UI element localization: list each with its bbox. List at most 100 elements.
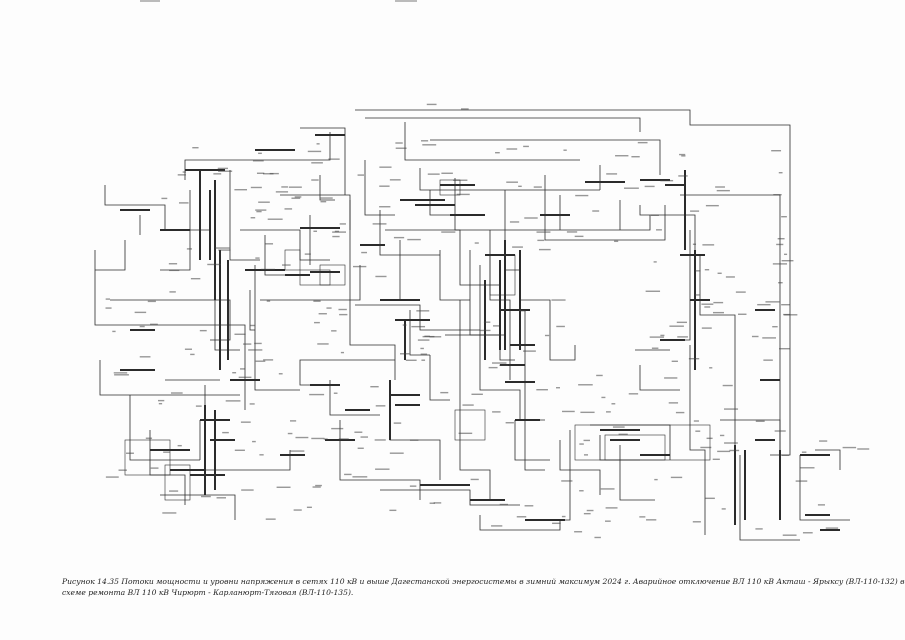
busbar — [380, 299, 420, 301]
label-mark — [724, 442, 738, 443]
transmission-line — [720, 420, 780, 470]
label-mark — [313, 486, 321, 487]
busbar — [660, 339, 685, 341]
figure-caption: Рисунок 14.35 Потоки мощности и уровни н… — [62, 576, 842, 598]
busbar — [395, 404, 420, 406]
transmission-line — [620, 445, 655, 500]
label-mark — [250, 325, 255, 326]
label-mark — [706, 205, 719, 206]
label-mark — [724, 408, 738, 409]
label-mark — [489, 367, 498, 368]
label-mark — [601, 397, 605, 398]
busbar — [440, 184, 475, 186]
label-mark — [561, 480, 572, 481]
label-mark — [375, 439, 386, 440]
label-mark — [319, 313, 327, 314]
label-mark — [776, 244, 783, 245]
caption-line-1: Рисунок 14.35 Потоки мощности и уровни н… — [62, 576, 842, 587]
label-mark — [606, 507, 618, 508]
label-mark — [765, 301, 779, 302]
label-mark — [279, 373, 283, 374]
transmission-line — [255, 265, 300, 390]
busbar — [400, 199, 445, 201]
label-mark — [263, 173, 274, 174]
label-mark — [179, 202, 189, 203]
label-mark — [756, 421, 765, 422]
transmission-line — [320, 175, 335, 200]
label-mark — [556, 387, 560, 388]
label-mark — [652, 348, 659, 349]
label-mark — [701, 303, 713, 304]
label-mark — [313, 301, 320, 302]
label-mark — [192, 147, 198, 148]
label-mark — [672, 361, 678, 362]
busbar — [170, 469, 205, 471]
label-mark — [695, 270, 700, 271]
label-mark — [171, 392, 183, 393]
label-mark — [779, 348, 790, 349]
label-mark — [705, 498, 715, 499]
transmission-line — [800, 455, 850, 520]
label-mark — [213, 173, 221, 174]
label-mark — [818, 504, 825, 505]
transmission-line — [280, 195, 350, 230]
label-mark — [163, 451, 170, 452]
label-mark — [341, 352, 344, 353]
transmission-line — [455, 178, 650, 230]
label-mark — [265, 243, 273, 244]
label-mark — [606, 173, 617, 174]
busbar — [227, 260, 229, 360]
transmission-line — [95, 240, 125, 270]
label-mark — [358, 448, 364, 449]
label-mark — [307, 507, 312, 508]
label-mark — [539, 249, 551, 250]
label-mark — [266, 518, 276, 519]
label-mark — [370, 386, 378, 387]
label-mark — [639, 516, 645, 517]
label-mark — [106, 476, 119, 477]
label-mark — [421, 140, 428, 141]
label-mark — [552, 523, 561, 524]
label-mark — [334, 393, 338, 394]
label-mark — [510, 221, 519, 222]
label-mark — [255, 257, 259, 258]
label-mark — [580, 412, 594, 413]
label-mark — [579, 443, 584, 444]
label-mark — [135, 312, 147, 313]
label-mark — [857, 448, 869, 449]
label-mark — [506, 422, 514, 423]
label-mark — [217, 497, 226, 498]
transmission-line — [355, 110, 790, 455]
label-mark — [251, 217, 256, 218]
label-mark — [277, 487, 291, 488]
label-mark — [252, 441, 256, 442]
transmission-line — [250, 290, 255, 330]
label-mark — [681, 155, 685, 156]
label-mark — [375, 468, 389, 469]
label-mark — [689, 358, 699, 359]
transmission-line — [815, 450, 840, 470]
busbar — [694, 250, 696, 370]
label-mark — [574, 531, 582, 532]
label-mark — [693, 521, 701, 522]
label-mark — [784, 254, 787, 255]
label-mark — [717, 451, 730, 452]
busbar — [150, 449, 190, 451]
label-mark — [722, 508, 726, 509]
label-mark — [702, 244, 714, 245]
label-mark — [126, 453, 134, 454]
busbar — [395, 319, 430, 321]
label-mark — [441, 173, 452, 174]
label-mark — [394, 237, 404, 238]
label-mark — [796, 480, 808, 481]
busbar — [805, 514, 830, 516]
label-mark — [158, 400, 164, 401]
label-mark — [311, 179, 318, 180]
label-mark — [317, 343, 328, 344]
label-mark — [410, 439, 418, 440]
label-mark — [190, 354, 194, 355]
label-mark — [407, 239, 420, 240]
label-mark — [784, 314, 797, 315]
busbar — [755, 309, 775, 311]
label-mark — [256, 211, 261, 212]
